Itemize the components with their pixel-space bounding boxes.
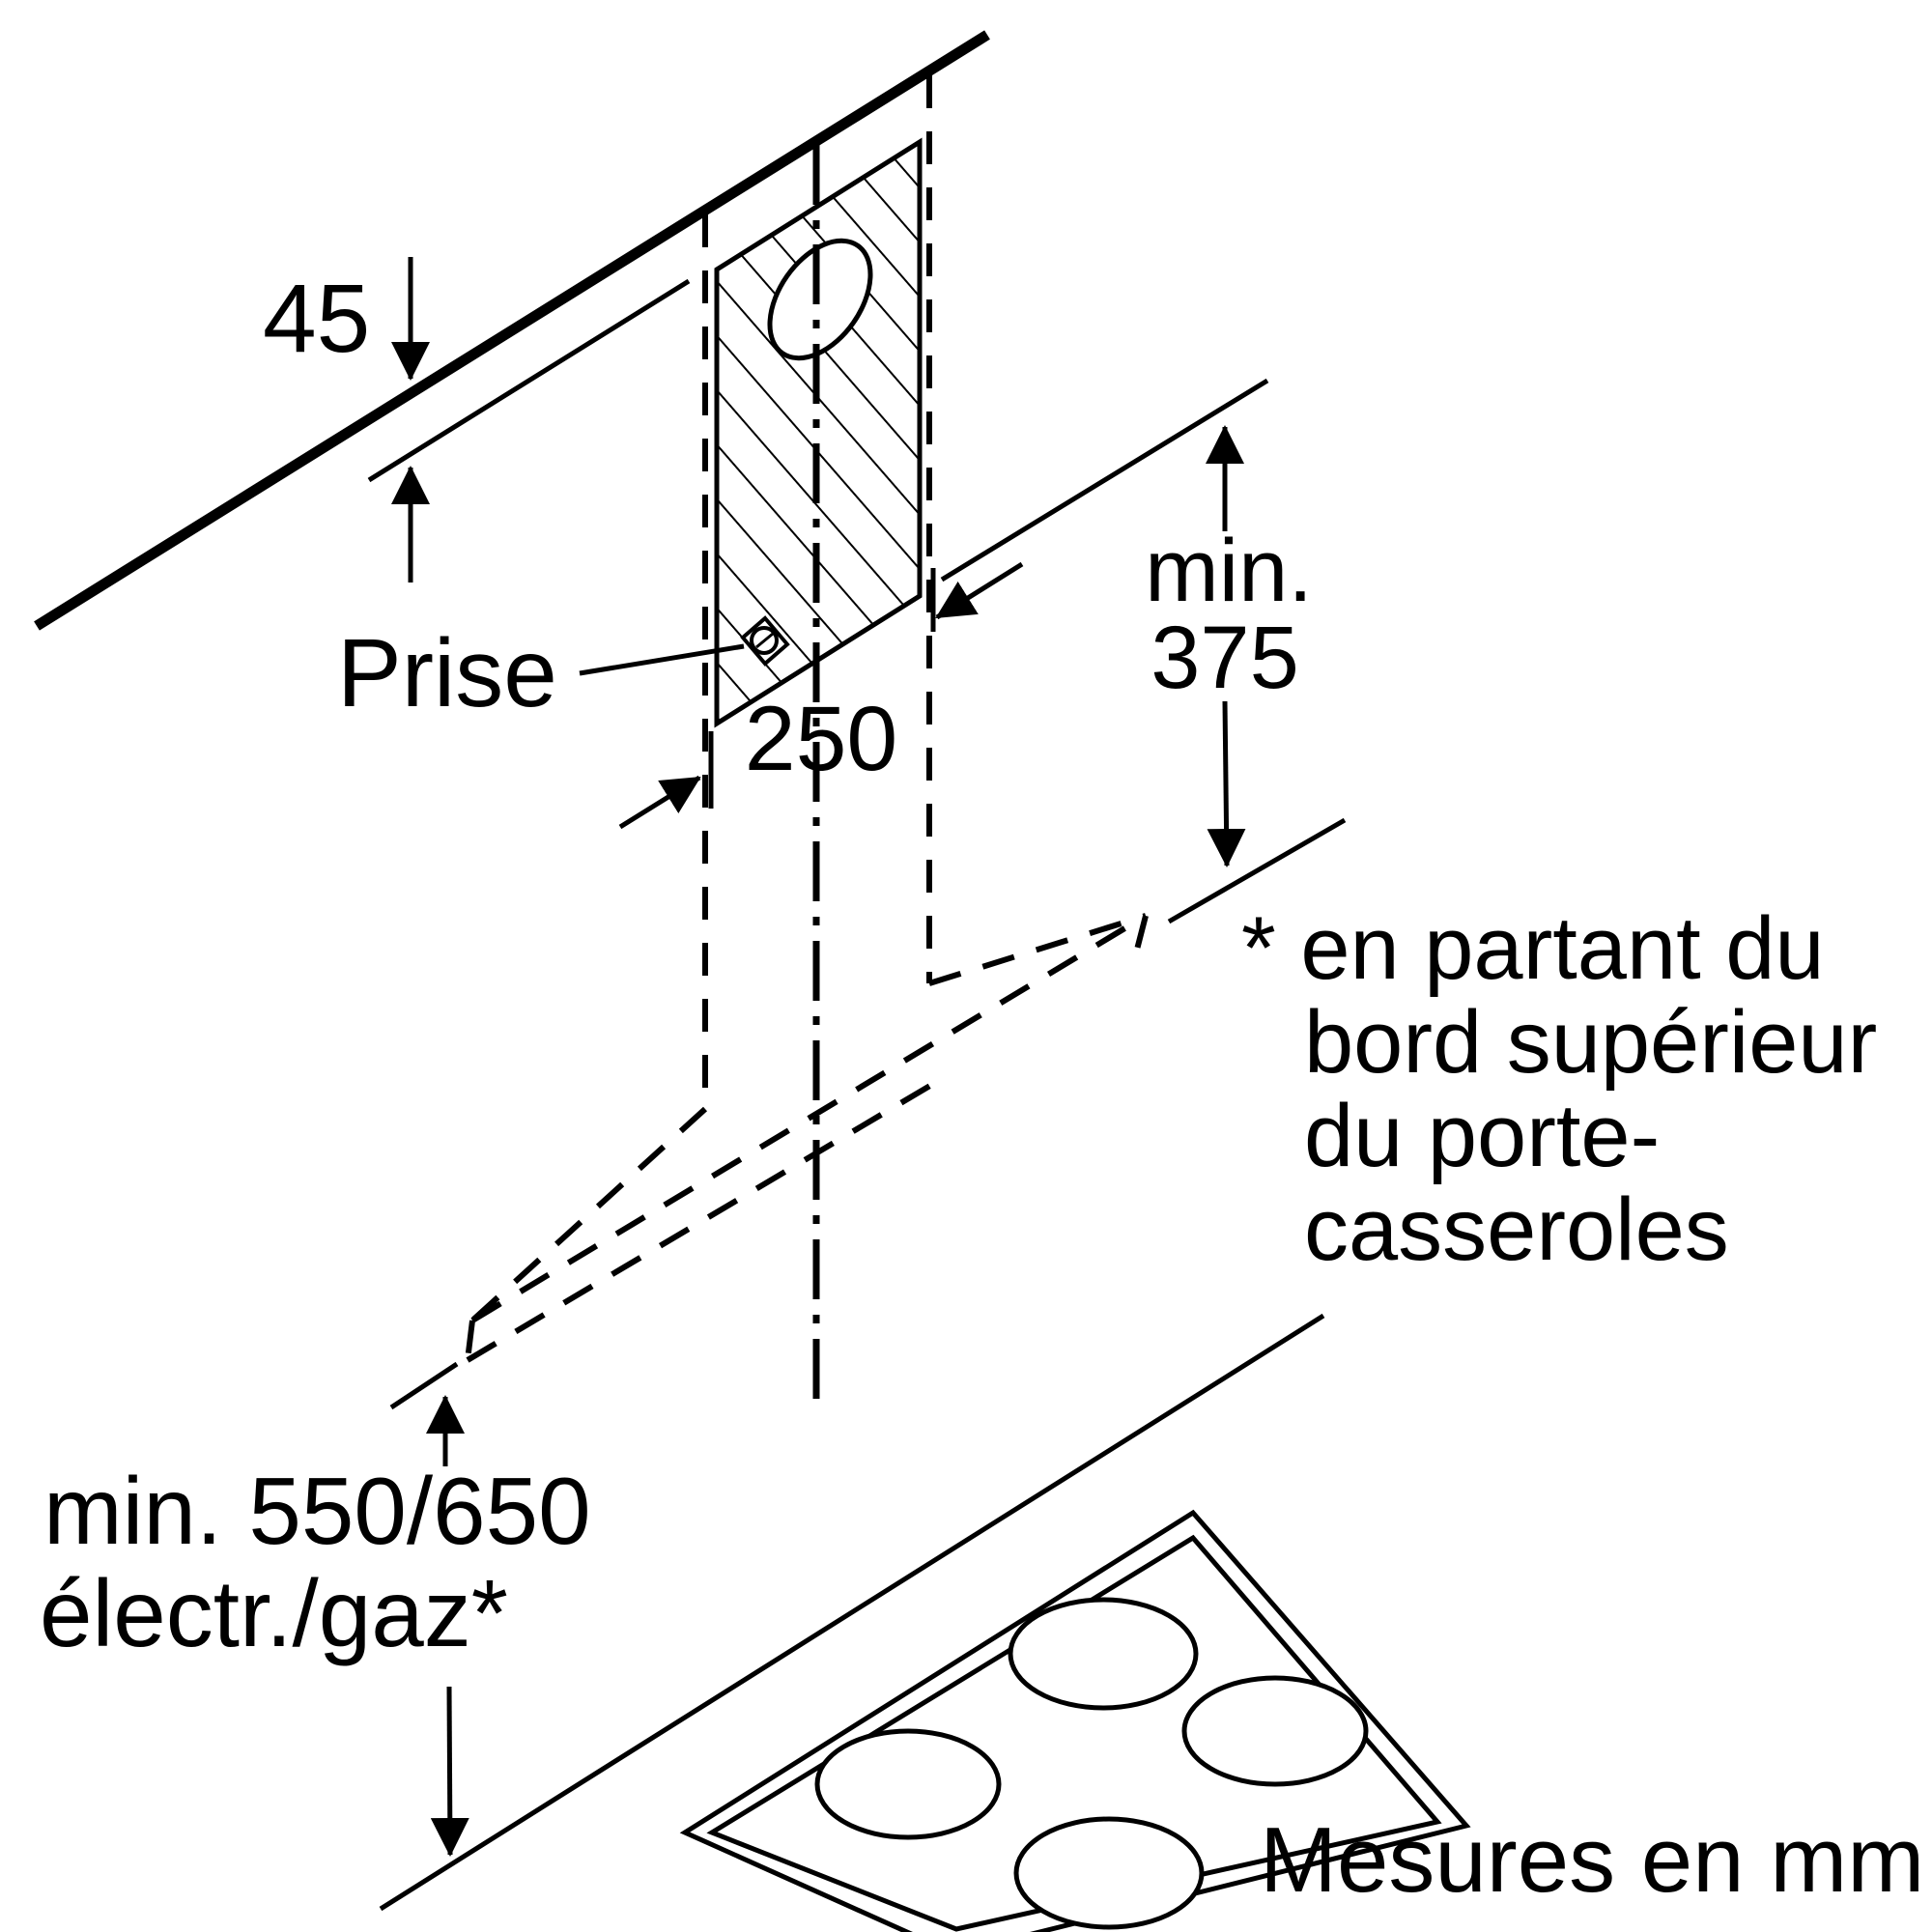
dim-375-label-prefix: min. [1145, 522, 1313, 620]
burner-bottom [1013, 1816, 1205, 1930]
dim-375-arrow-down [1207, 700, 1246, 867]
footnote-line-4: casseroles [1304, 1180, 1729, 1279]
dim-hood-clearance: min. 375 [940, 378, 1347, 924]
socket-slash-icon [755, 632, 774, 649]
dim-375-label-value: 375 [1151, 609, 1299, 707]
dim-duct-width: 250 [618, 561, 1024, 830]
dim-250-arrow-right [935, 561, 1024, 620]
dim-550-label: min. 550/650 [43, 1458, 591, 1564]
worktop-line [379, 1313, 1325, 1912]
soffit-line [367, 278, 691, 483]
hood-outline [465, 913, 1149, 1363]
extension-line-top [940, 378, 1269, 582]
extension-tick-hood-bottom [389, 1361, 459, 1410]
burner-right [1181, 1675, 1369, 1787]
dim-ceiling-gap: 45 [263, 257, 430, 582]
socket-leader-line [579, 643, 745, 676]
units-label: Mesures en mm [1260, 1808, 1924, 1912]
dim-250-label: 250 [745, 688, 898, 790]
socket-label: Prise [337, 619, 557, 727]
extension-line-mid [1167, 817, 1347, 924]
burner-top [1008, 1597, 1199, 1711]
ceiling-line [34, 30, 990, 631]
dim-550-arrow-down [430, 1686, 469, 1857]
wall-panel [714, 137, 923, 728]
dim-cooktop-clearance: min. 550/650 électr./gaz* [40, 1361, 591, 1857]
socket-symbol [740, 615, 790, 667]
burner-left [814, 1728, 1002, 1840]
duct-hole [767, 238, 873, 361]
dim-45-label: 45 [263, 265, 370, 373]
dim-250-arrow-left [618, 775, 701, 830]
footnote: * en partant du bord supérieur du porte-… [1241, 899, 1877, 1279]
footnote-line-1: * en partant du [1241, 899, 1825, 998]
cooktop [679, 1509, 1471, 1932]
footnote-line-2: bord supérieur [1304, 993, 1877, 1092]
dim-550-type-label: électr./gaz* [40, 1560, 508, 1666]
footnote-line-3: du porte- [1304, 1087, 1660, 1185]
